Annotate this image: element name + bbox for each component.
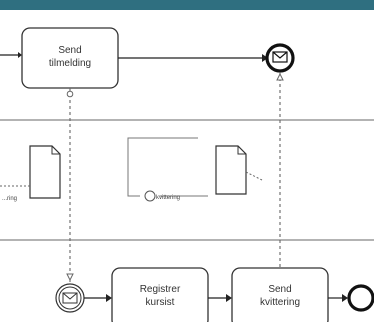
task-label-line-1: Registrer: [140, 284, 181, 295]
association-right: [245, 171, 263, 181]
document-shape: [29, 145, 61, 199]
data-object-right[interactable]: [215, 145, 247, 195]
task-label-line-1: Send: [268, 284, 291, 295]
envelope-flap: [62, 292, 78, 300]
loop-label: kvittering: [156, 195, 180, 201]
sequence-flow-4-arrow: [342, 294, 348, 302]
task-label-line-2: tilmelding: [49, 58, 91, 69]
data-object-label-left: ...ring: [2, 196, 17, 202]
sequence-flow-3-arrow: [226, 294, 232, 302]
sequence-flow-2-arrow: [106, 294, 112, 302]
envelope-icon: [272, 51, 288, 63]
envelope-icon: [62, 292, 78, 304]
task-send-kvittering[interactable]: Send kvittering: [231, 267, 329, 322]
incoming-flow-arrow: [18, 52, 22, 58]
task-box: [111, 267, 209, 322]
message-event-catch[interactable]: [265, 43, 295, 73]
message-start-event[interactable]: [55, 283, 85, 313]
document-fold: [51, 146, 60, 155]
sequence-flow-1-arrow: [262, 54, 268, 62]
task-label-line-1: Send: [58, 45, 81, 56]
end-event[interactable]: [347, 284, 374, 312]
envelope-flap: [272, 51, 288, 59]
task-label-line-2: kvittering: [260, 297, 300, 308]
loop-marker-icon: [144, 190, 156, 202]
loop-bracket: [127, 137, 198, 197]
start-event-inner: [58, 286, 82, 310]
task-box: [231, 267, 329, 322]
data-object-left[interactable]: [29, 145, 61, 199]
message-flow-2-arrow: [276, 72, 284, 81]
task-send-tilmelding[interactable]: Send tilmelding: [21, 27, 119, 89]
task-label-line-2: kursist: [146, 297, 175, 308]
message-flow-1-arrow: [66, 273, 74, 282]
message-flow-1-start: [66, 90, 74, 98]
document-fold: [237, 146, 246, 155]
task-registrer-kursist[interactable]: Registrer kursist: [111, 267, 209, 322]
document-shape: [215, 145, 247, 195]
